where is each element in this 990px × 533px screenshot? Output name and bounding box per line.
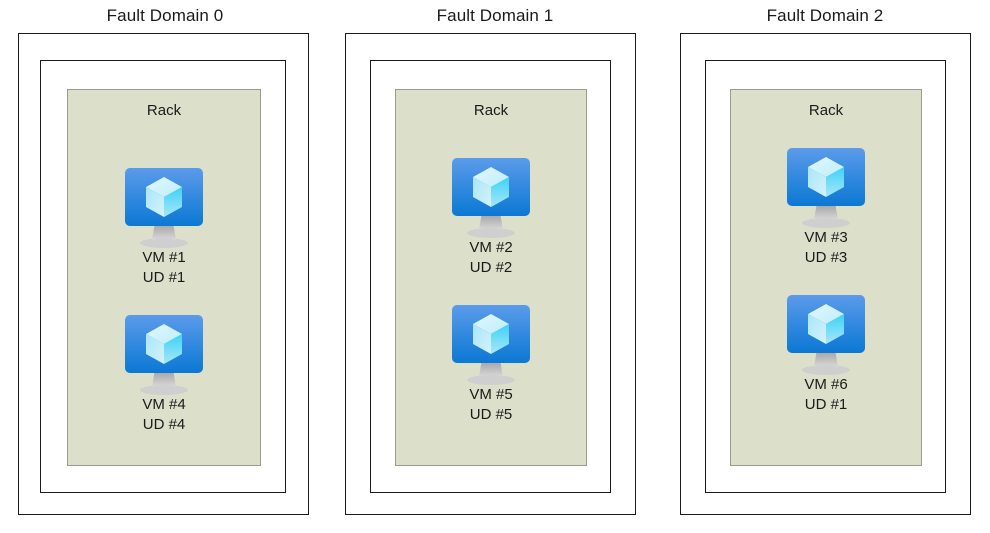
virtual-machine-icon	[766, 291, 886, 375]
fault-domain-column-1: Fault Domain 1 Rack	[330, 0, 660, 533]
vm-name-label: VM #3	[804, 229, 848, 246]
virtual-machine-icon	[766, 144, 886, 228]
virtual-machine-icon	[104, 311, 224, 395]
rack-label-1: Rack	[473, 102, 509, 119]
virtual-machine-icon	[104, 164, 224, 248]
vm-unit-1-1: VM #5 UD #5	[431, 301, 551, 425]
vm-unit-0-1: VM #4 UD #4	[104, 311, 224, 435]
virtual-machine-icon	[431, 301, 551, 385]
rack-label-2: Rack	[808, 102, 844, 119]
virtual-machine-icon	[431, 154, 551, 238]
fault-domain-title-1: Fault Domain 1	[436, 6, 554, 25]
vm-name-label: VM #1	[142, 249, 186, 266]
vm-unit-2-1: VM #6 UD #1	[766, 291, 886, 415]
vm-name-label: VM #6	[804, 376, 848, 393]
fault-domain-column-0: Fault Domain 0 Rack	[0, 0, 330, 533]
fault-domain-title-0: Fault Domain 0	[106, 6, 224, 25]
vm-unit-2-0: VM #3 UD #3	[766, 144, 886, 268]
vm-name-label: VM #2	[469, 239, 513, 256]
fault-domain-title-2: Fault Domain 2	[766, 6, 884, 25]
rack-box-0: Rack	[67, 89, 261, 466]
vm-name-label: VM #5	[469, 386, 513, 403]
rack-label-0: Rack	[146, 102, 182, 119]
vm-ud-label: UD #1	[142, 269, 186, 286]
rack-box-2: Rack	[730, 89, 922, 466]
vm-ud-label: UD #1	[804, 396, 848, 413]
vm-unit-1-0: VM #2 UD #2	[431, 154, 551, 278]
vm-ud-label: UD #2	[469, 259, 513, 276]
vm-name-label: VM #4	[142, 396, 186, 413]
vm-ud-label: UD #4	[142, 416, 186, 433]
rack-box-1: Rack	[395, 89, 587, 466]
vm-ud-label: UD #3	[804, 249, 848, 266]
vm-ud-label: UD #5	[469, 406, 513, 423]
vm-unit-0-0: VM #1 UD #1	[104, 164, 224, 288]
fault-domain-column-2: Fault Domain 2 Rack	[660, 0, 990, 533]
